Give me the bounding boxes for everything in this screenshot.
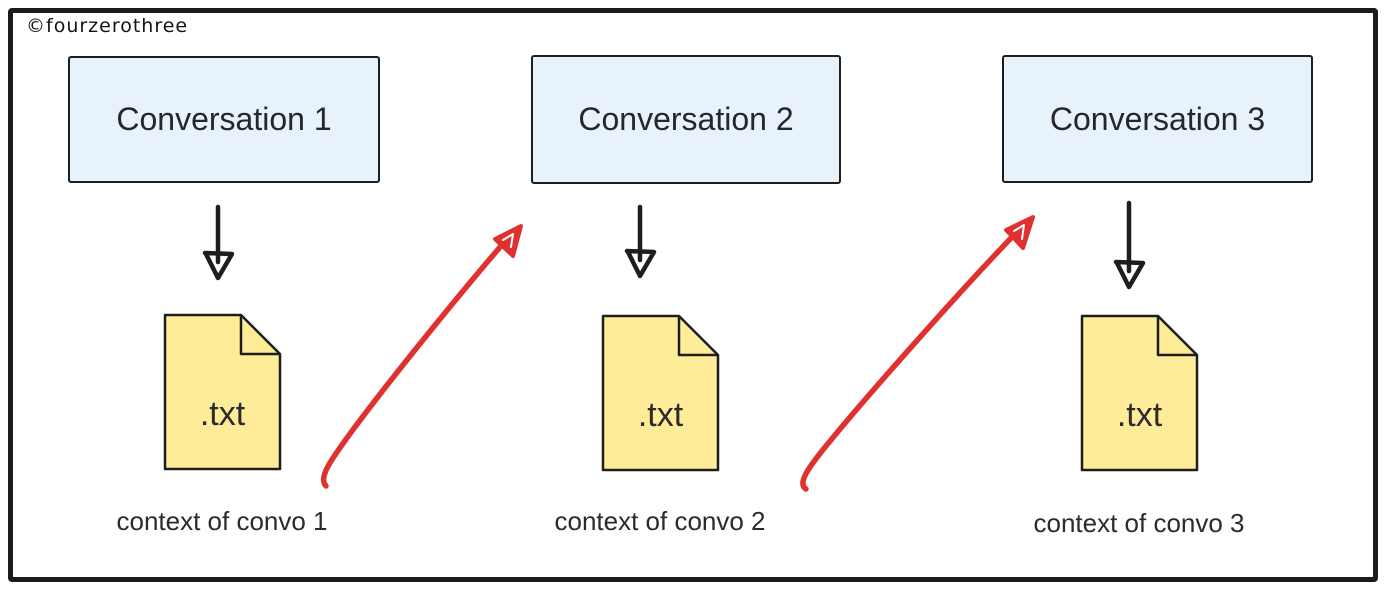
txt-file-icon-3: .txt [1080, 314, 1199, 472]
conversation-3-label: Conversation 3 [1049, 100, 1266, 137]
conversation-1-label: Conversation 1 [116, 101, 332, 137]
outer-frame [8, 8, 1378, 582]
txt-file-icon-2: .txt [601, 314, 720, 472]
conversation-1-box: Conversation 1 [68, 56, 380, 183]
file-page-icon [163, 313, 282, 471]
conversation-2-box: Conversation 2 [531, 55, 841, 184]
file-extension-label: .txt [199, 395, 246, 433]
file-page-icon [601, 314, 720, 472]
txt-file-icon-1: .txt [163, 313, 282, 471]
file-extension-label: .txt [637, 396, 684, 434]
conversation-3-box: Conversation 3 [1002, 55, 1313, 183]
caption-convo-3: context of convo 3 [1033, 508, 1245, 538]
caption-convo-2: context of convo 2 [554, 506, 766, 536]
caption-convo-1: context of convo 1 [116, 506, 328, 536]
watermark-text: ©fourzerothree [26, 15, 189, 37]
file-page-icon [1080, 314, 1199, 472]
conversation-2-label: Conversation 2 [578, 101, 794, 137]
file-extension-label: .txt [1116, 396, 1163, 434]
